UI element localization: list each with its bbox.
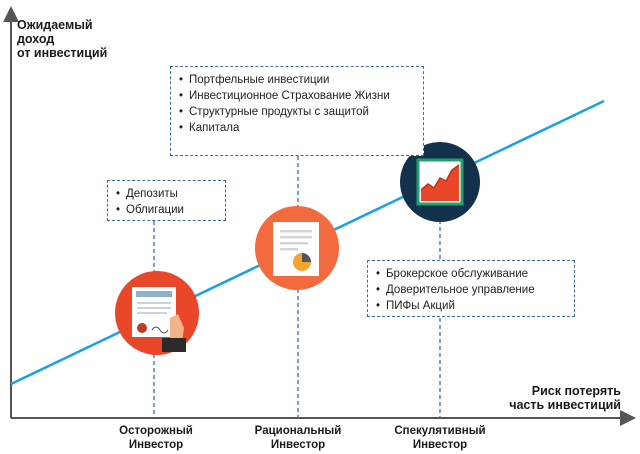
x-axis-label-line-2: часть инвестиций xyxy=(509,398,621,412)
y-axis-label-line-3: от инвестиций xyxy=(17,46,108,60)
products-box-rational: Портфельные инвестиции Инвестиционное Ст… xyxy=(170,66,424,156)
y-axis-label-line-1: Ожидаемый xyxy=(17,18,93,32)
report-pie-chart-icon xyxy=(255,206,339,290)
product-item: Депозиты xyxy=(114,186,219,202)
investor-label-rational: Рациональный Инвестор xyxy=(243,424,353,452)
investor-label-line-1: Спекулятивный xyxy=(394,425,486,437)
investor-label-cautious: Осторожный Инвестор xyxy=(104,424,208,452)
x-axis-label-line-1: Риск потерять xyxy=(531,384,621,398)
product-item: Структурные продукты с защитой xyxy=(177,104,417,120)
investor-label-line-1: Осторожный xyxy=(119,425,193,437)
products-box-cautious: Депозиты Облигации xyxy=(107,180,226,221)
x-axis-label: Риск потерять часть инвестиций xyxy=(503,384,621,412)
growth-chart-icon xyxy=(400,142,480,222)
y-axis-label: Ожидаемый доход от инвестиций xyxy=(17,18,107,60)
product-item: ПИФы Акций xyxy=(374,298,568,314)
investor-label-line-2: Инвестор xyxy=(270,439,326,451)
y-axis-label-line-2: доход xyxy=(17,32,55,46)
products-box-speculative: Брокерское обслуживание Доверительное уп… xyxy=(367,260,575,317)
product-item-continuation: Капитала xyxy=(177,120,417,136)
product-item: Инвестиционное Страхование Жизни xyxy=(177,88,417,104)
product-item: Доверительное управление xyxy=(374,282,568,298)
investor-label-line-1: Рациональный xyxy=(254,425,342,437)
investor-label-line-2: Инвестор xyxy=(412,439,468,451)
investor-label-speculative: Спекулятивный Инвестор xyxy=(384,424,496,452)
product-item: Брокерское обслуживание xyxy=(374,266,568,282)
contract-signature-icon xyxy=(115,271,199,355)
product-item: Облигации xyxy=(114,202,219,218)
investor-label-line-2: Инвестор xyxy=(128,439,184,451)
product-item: Портфельные инвестиции xyxy=(177,72,417,88)
